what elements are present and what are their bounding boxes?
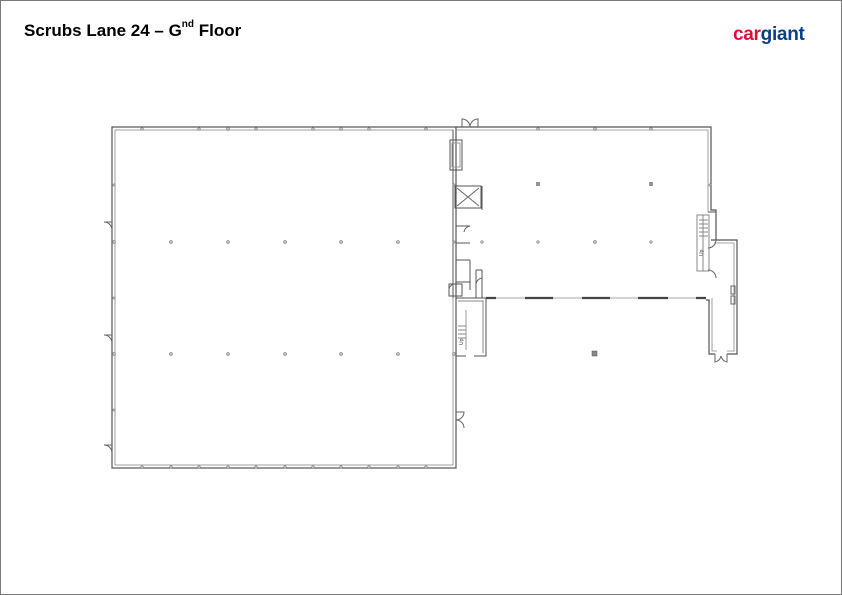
logo-part-giant: giant (760, 24, 805, 45)
cargiant-logo: cargiant (733, 24, 805, 46)
square-columns (536, 182, 653, 357)
stair-right (696, 214, 710, 272)
stair-label-right: Up (699, 249, 705, 256)
columns (112, 127, 712, 469)
title-end: Floor (194, 21, 242, 40)
title-main: Scrubs Lane 24 – G (24, 21, 182, 40)
page-title: Scrubs Lane 24 – Gnd Floor (24, 19, 242, 41)
right-building-walls (456, 126, 738, 355)
left-hall-walls (111, 126, 457, 469)
wing-fixtures (730, 285, 736, 305)
stair-label-left: Up (459, 338, 465, 345)
door-swings (103, 118, 728, 454)
logo-part-car: car (733, 24, 761, 45)
stair-left (458, 325, 466, 339)
title-superscript: nd (181, 19, 195, 31)
core-walls (448, 130, 487, 468)
